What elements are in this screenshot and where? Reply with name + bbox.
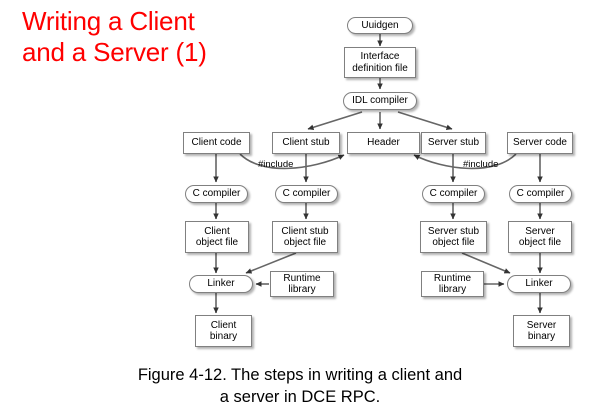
node-client-binary[interactable]: Client binary [195, 315, 252, 347]
figure-caption: Figure 4-12. The steps in writing a clie… [137, 366, 463, 406]
node-c-compiler-client[interactable]: C compiler [185, 185, 248, 203]
include-label-right: #include [463, 159, 499, 170]
page-title: Writing a Client and a Server (1) [22, 6, 207, 67]
node-linker-server[interactable]: Linker [507, 275, 571, 293]
node-c-compiler-server[interactable]: C compiler [509, 185, 572, 203]
node-server-object-file[interactable]: Server object file [508, 221, 572, 253]
node-server-binary[interactable]: Server binary [513, 315, 570, 347]
node-interface-definition-file[interactable]: Interface definition file [344, 47, 416, 78]
node-uuidgen[interactable]: Uuidgen [347, 17, 413, 34]
node-client-code[interactable]: Client code [183, 132, 250, 154]
include-label-left: #include [258, 159, 294, 170]
node-c-compiler-client-stub[interactable]: C compiler [275, 185, 338, 203]
node-idl-compiler[interactable]: IDL compiler [343, 92, 417, 110]
node-runtime-library-client[interactable]: Runtime library [270, 271, 334, 297]
node-linker-client[interactable]: Linker [189, 275, 253, 293]
node-c-compiler-server-stub[interactable]: C compiler [422, 185, 485, 203]
node-server-code[interactable]: Server code [507, 132, 573, 154]
node-client-stub-object-file[interactable]: Client stub object file [272, 221, 338, 253]
node-client-stub[interactable]: Client stub [272, 132, 340, 154]
node-server-stub-object-file[interactable]: Server stub object file [420, 221, 487, 253]
node-client-object-file[interactable]: Client object file [185, 221, 249, 253]
node-header[interactable]: Header [347, 132, 420, 154]
node-server-stub[interactable]: Server stub [421, 132, 486, 154]
node-runtime-library-server[interactable]: Runtime library [421, 271, 484, 297]
